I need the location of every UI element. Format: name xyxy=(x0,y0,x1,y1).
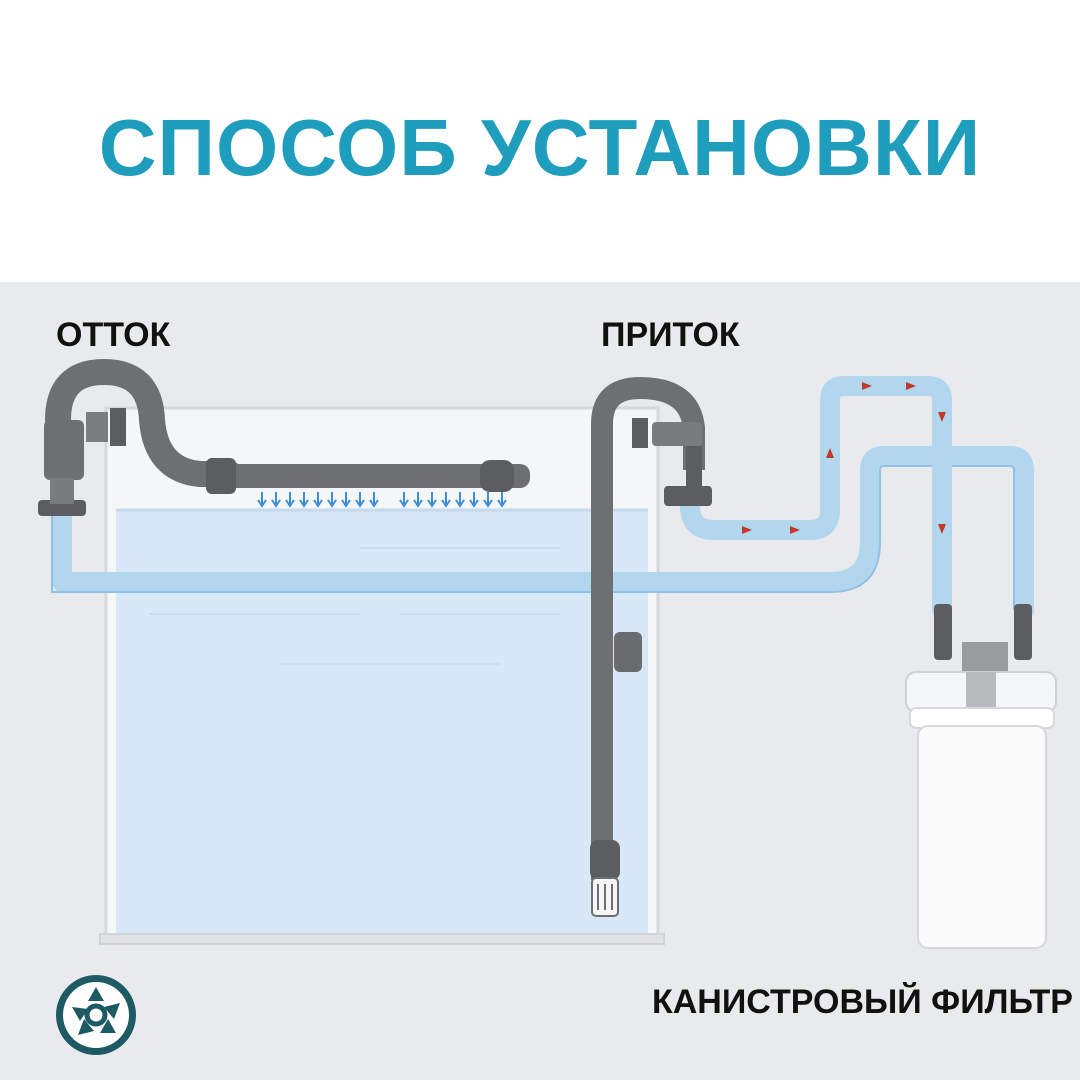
return-hose-outline xyxy=(51,465,1015,610)
flow-arrows xyxy=(742,382,946,534)
flow-arrow-icon xyxy=(906,382,916,390)
logo-gear-icon xyxy=(56,975,136,1055)
spray-drops xyxy=(257,492,507,508)
canister-filter-label: КАНИСТРОВЫЙ ФИЛЬТР xyxy=(652,983,1073,1021)
page-title: СПОСОБ УСТАНОВКИ xyxy=(98,103,982,192)
aquarium-tank xyxy=(99,406,665,945)
flow-arrow-icon xyxy=(826,448,834,458)
outflow-label: ОТТОК xyxy=(56,316,171,354)
canister-filter xyxy=(905,604,1057,949)
return-hose xyxy=(52,446,1034,620)
tank-base xyxy=(99,933,665,945)
flow-arrow-icon xyxy=(742,526,752,534)
flow-arrow-icon xyxy=(938,524,946,534)
inflow-label: ПРИТОК xyxy=(601,316,740,354)
intake-tube xyxy=(590,376,712,917)
flow-arrow-icon xyxy=(862,382,872,390)
flow-arrow-icon xyxy=(938,412,946,422)
flow-arrow-icon xyxy=(790,526,800,534)
intake-hose xyxy=(680,376,952,620)
outflow-spray-bar xyxy=(38,358,530,516)
